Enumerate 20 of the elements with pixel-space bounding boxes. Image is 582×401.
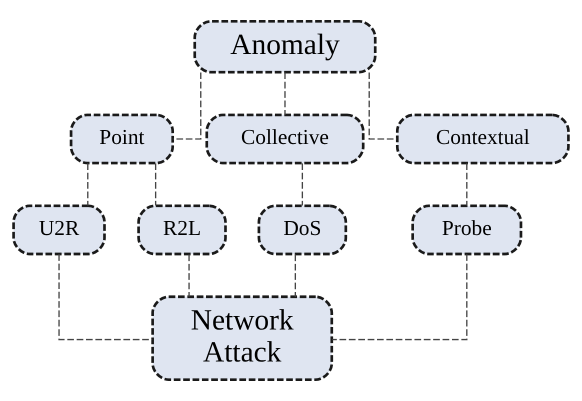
- connector: [154, 163, 156, 206]
- connector: [368, 72, 397, 140]
- node-box: DoS: [258, 204, 348, 256]
- connector: [302, 163, 304, 206]
- node-box: Anomaly: [193, 20, 377, 74]
- connector: [188, 254, 190, 297]
- connector: [58, 254, 152, 340]
- node-box: R2L: [137, 204, 227, 256]
- node-box: Probe: [411, 204, 522, 256]
- node-box: U2R: [12, 204, 106, 256]
- node-box: Point: [70, 114, 174, 164]
- connector: [172, 72, 202, 140]
- connector: [87, 163, 88, 206]
- node-box: Contextual: [396, 114, 570, 164]
- connector: [466, 163, 468, 206]
- connector: [332, 254, 468, 340]
- node-box: Collective: [205, 114, 365, 164]
- connector: [284, 72, 286, 115]
- connector: [294, 254, 296, 297]
- node-box: Network Attack: [151, 295, 334, 381]
